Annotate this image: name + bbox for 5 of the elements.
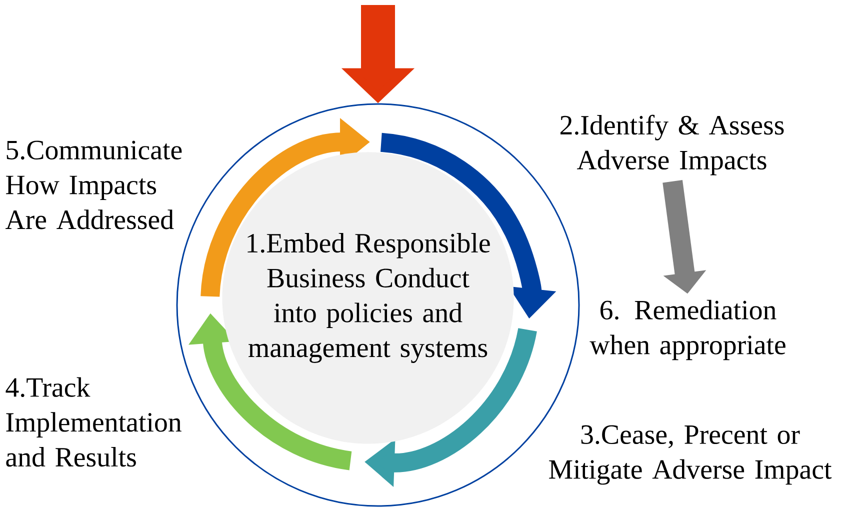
step-label: 5.Communicate How Impacts Are Addressed xyxy=(5,140,182,230)
step-text: 6. Remediation when appropriate xyxy=(590,300,786,360)
step-label: 3.Cease, Precent or Mitigate Adverse Impact xyxy=(549,425,832,485)
step-label: 4.Track Implementation and Results xyxy=(6,377,182,467)
step-text: 2.Identify & Assess Adverse Impacts xyxy=(560,114,784,176)
